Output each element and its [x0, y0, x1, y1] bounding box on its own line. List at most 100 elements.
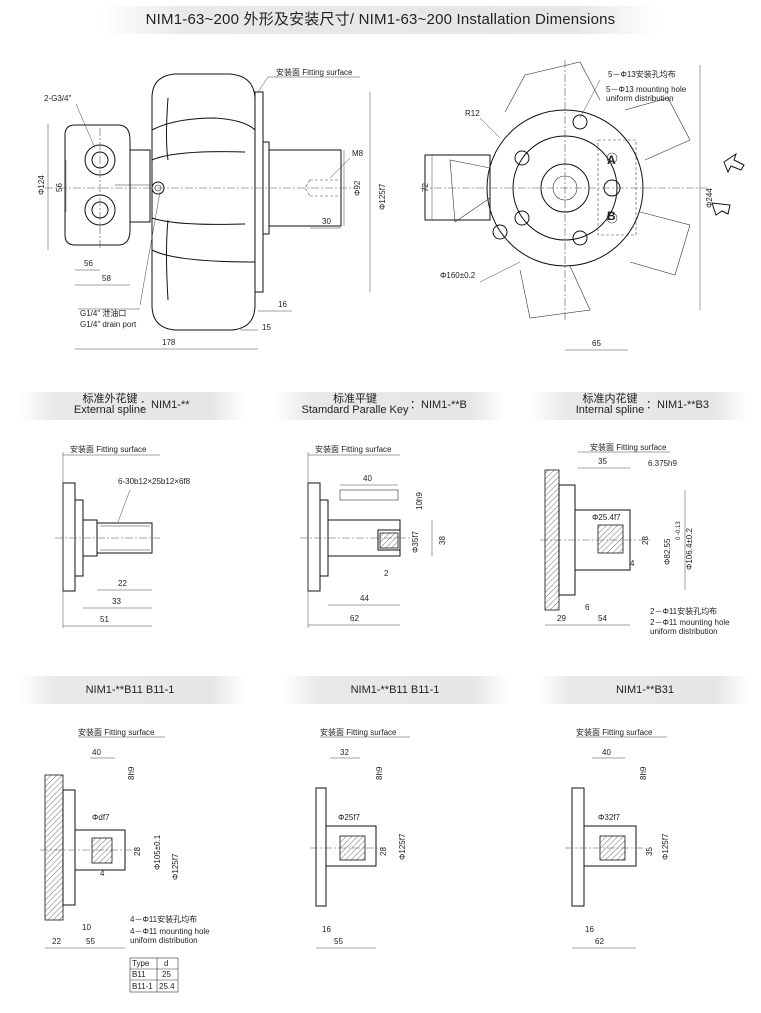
int-dim-6375h9: 6.375h9	[648, 459, 677, 468]
dim-phi125f7: Φ125f7	[378, 183, 387, 210]
par-dim-44: 44	[360, 594, 369, 603]
port-b: B	[607, 209, 616, 223]
b31-dim-16: 16	[585, 925, 594, 934]
b11a-dim-40: 40	[92, 748, 101, 757]
dim-phi92: Φ92	[353, 180, 362, 196]
dim-16: 16	[278, 300, 287, 309]
int-holes-en2: uniform distribution	[650, 627, 718, 636]
b11a-dim-8h9: 8h9	[127, 766, 136, 780]
top-left-side-view: Φ124 56 56 58 178 16 15 30 Φ92 Φ125f7 安装…	[37, 67, 387, 350]
sub-header-b31: NIM1-**B31	[615, 684, 675, 696]
par-dim-2: 2	[384, 569, 389, 578]
dim-178: 178	[162, 338, 176, 347]
dim-phi244: Φ244	[705, 188, 714, 208]
b11a-view: 安装面 Fitting surface 40 8h9 Φdf7 28 Φ105±…	[40, 727, 210, 993]
b31-dim-8h9: 8h9	[639, 766, 648, 780]
b11a-dim-28: 28	[133, 847, 142, 856]
b11a-dim-phidf7: Φdf7	[92, 813, 110, 822]
int-dim-35: 35	[598, 457, 607, 466]
b11a-holes-en1: 4－Φ11 mounting hole	[130, 927, 210, 936]
header-parallel-code: ：NIM1-**B	[410, 399, 467, 411]
port-label: 2-G3/4"	[44, 94, 71, 103]
dim-65: 65	[592, 339, 601, 348]
dim-15: 15	[262, 323, 271, 332]
b31-view: 安装面 Fitting surface 40 8h9 Φ32f7 35 Φ125…	[565, 727, 670, 949]
b11a-dim-10: 10	[82, 923, 91, 932]
b31-dim-35: 35	[645, 847, 654, 856]
b11b-dim-28: 28	[379, 847, 388, 856]
type-table-r2-d: 25.4	[159, 982, 175, 991]
b11a-dim-22: 22	[52, 937, 61, 946]
int-fitting-surface: 安装面 Fitting surface	[590, 442, 667, 452]
b31-dim-phi32: Φ32f7	[598, 813, 621, 822]
int-holes-zh: 2－Φ11安装孔均布	[650, 606, 717, 616]
b11a-dim-55: 55	[86, 937, 95, 946]
b11b-dim-55: 55	[334, 937, 343, 946]
b11b-dim-8h9: 8h9	[375, 766, 384, 780]
b31-dim-phi125: Φ125f7	[661, 833, 670, 860]
b11a-dim-phi125: Φ125f7	[171, 853, 180, 880]
drain-label-en: G1/4" drain port	[80, 320, 137, 329]
par-dim-62: 62	[350, 614, 359, 623]
b11a-holes-en2: uniform distribution	[130, 936, 198, 945]
drain-label-zh: G1/4" 泄油口	[80, 308, 126, 318]
sub-banner-b31	[538, 676, 748, 704]
int-dim-54: 54	[598, 614, 607, 623]
b31-dim-40: 40	[602, 748, 611, 757]
b11a-dim-phi105: Φ105±0.1	[153, 834, 162, 870]
dim-30: 30	[322, 217, 331, 226]
ext-dim-22: 22	[118, 579, 127, 588]
internal-spline-view: 安装面 Fitting surface 35 6.375h9 Φ25.4f7 2…	[540, 442, 730, 636]
par-dim-40: 40	[363, 474, 372, 483]
int-dim-phi1064: Φ106.4±0.2	[685, 528, 694, 570]
b11b-dim-32: 32	[340, 748, 349, 757]
page-title: NIM1-63~200 外形及安装尺寸/ NIM1-63~200 Install…	[145, 11, 616, 28]
parallel-key-view: 安装面 Fitting surface 40 10h9 Φ35f7 38 2 4…	[300, 444, 447, 628]
header-banner-internal	[532, 392, 747, 420]
type-table-r2-type: B11-1	[132, 982, 153, 991]
int-dim-6: 6	[585, 603, 590, 612]
b31-fitting-surface: 安装面 Fitting surface	[576, 727, 653, 737]
thread-m8: M8	[352, 149, 364, 158]
holes-en2: uniform distribution	[606, 94, 674, 103]
dim-56-horizontal: 56	[84, 259, 93, 268]
dim-phi124: Φ124	[37, 175, 46, 195]
holes-en1: 5－Φ13 mounting hole	[606, 85, 687, 94]
b11b-dim-phi25: Φ25f7	[338, 813, 361, 822]
int-dim-4: 4	[630, 559, 635, 568]
par-dim-38: 38	[438, 536, 447, 545]
sub-banner-b11b	[283, 676, 508, 704]
external-spline-view: 安装面 Fitting surface 6-30b12×25b12×6f8 22…	[55, 444, 191, 628]
top-right-front-view: A B R12 5－Φ13安装孔均布 5－Φ13 mounting hole u…	[420, 60, 745, 351]
header-external-code: ：NIM1-**	[140, 399, 190, 411]
int-dim-28: 28	[641, 536, 650, 545]
dim-phi160: Φ160±0.2	[440, 271, 476, 280]
int-holes-en1: 2－Φ11 mounting hole	[650, 618, 730, 627]
b11b-fitting-surface: 安装面 Fitting surface	[320, 727, 397, 737]
top-left-fitting-surface: 安装面 Fitting surface	[276, 67, 353, 77]
b31-dim-62: 62	[595, 937, 604, 946]
int-dim-phi8255: Φ82.55	[663, 538, 672, 565]
sub-header-b11b: NIM1-**B11 B11-1	[350, 684, 440, 696]
par-dim-10h9: 10h9	[415, 492, 424, 510]
b11b-dim-16: 16	[322, 925, 331, 934]
holes-zh: 5－Φ13安装孔均布	[608, 69, 676, 79]
header-internal-code: ：NIM1-**B3	[646, 399, 709, 411]
header-banner-external	[20, 392, 245, 420]
title-banner	[100, 6, 660, 34]
header-banner-parallel	[275, 392, 505, 420]
sub-banner-b11a	[20, 676, 245, 704]
dim-58: 58	[102, 274, 111, 283]
b11a-dim-4: 4	[100, 869, 105, 878]
par-fitting-surface: 安装面 Fitting surface	[315, 444, 392, 454]
b11b-view: 安装面 Fitting surface 32 8h9 Φ25f7 28 Φ125…	[310, 727, 410, 949]
type-table-head-d: d	[164, 959, 168, 968]
b11a-fitting-surface: 安装面 Fitting surface	[78, 727, 155, 737]
type-table-r1-d: 25	[162, 970, 171, 979]
ext-dim-33: 33	[112, 597, 121, 606]
ext-fitting-surface: 安装面 Fitting surface	[70, 444, 147, 454]
